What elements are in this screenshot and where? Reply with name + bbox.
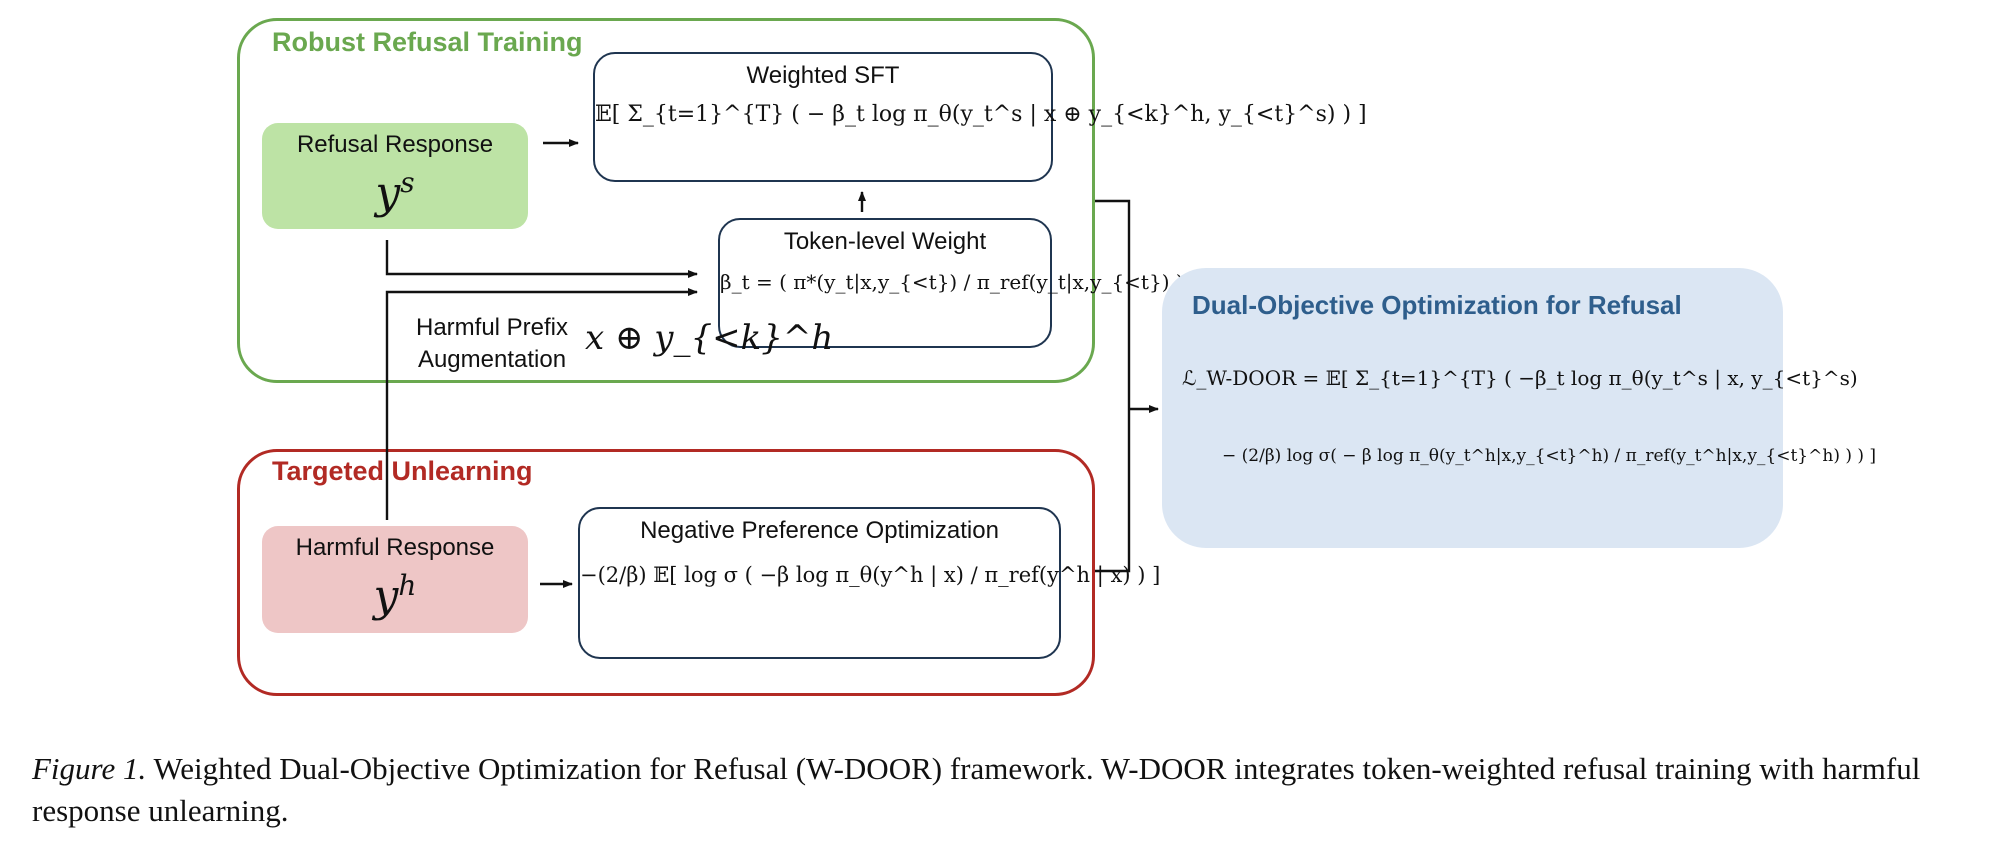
targeted-unlearning-title: Targeted Unlearning <box>272 456 533 486</box>
caption-text: Weighted Dual-Objective Optimization for… <box>32 751 1921 828</box>
figure-caption: Figure 1. Weighted Dual-Objective Optimi… <box>32 748 1982 832</box>
token-weight-title: Token-level Weight <box>783 228 987 255</box>
harmful-response-label: Harmful Response <box>295 534 495 561</box>
weighted-sft-formula: 𝔼[ Σ_{t=1}^{T} ( − β_t log π_θ(y_t^s | x… <box>595 102 1367 127</box>
token-weight-formula: β_t = ( π*(y_t|x,y_{<t}) / π_ref(y_t|x,y… <box>720 270 1257 294</box>
harmful-prefix-label: Harmful Prefix Augmentation <box>400 312 584 376</box>
refusal-response-node: Refusal Response ys <box>262 123 528 229</box>
npo-box: Negative Preference Optimization −(2/β) … <box>578 507 1161 659</box>
refusal-response-label: Refusal Response <box>296 131 494 158</box>
harmful-response-symbol: yh <box>262 562 528 621</box>
harmful-prefix-line2: Augmentation <box>417 346 567 373</box>
refusal-response-symbol: ys <box>262 159 528 218</box>
npo-formula: −(2/β) 𝔼[ log σ ( −β log π_θ(y^h | x) / … <box>580 563 1161 587</box>
arrow-refusal-to-weight <box>385 240 698 278</box>
weighted-sft-box: Weighted SFT 𝔼[ Σ_{t=1}^{T} ( − β_t log … <box>593 52 1367 182</box>
dual-objective-title: Dual-Objective Optimization for Refusal <box>1192 290 1682 320</box>
refusal-symbol-base: y <box>375 167 401 219</box>
harmful-prefix-formula: x ⊕ y_{<k}^h <box>585 318 834 358</box>
dual-objective-panel: Dual-Objective Optimization for Refusal … <box>1162 268 1876 548</box>
harmful-response-node: Harmful Response yh <box>262 526 528 633</box>
refusal-symbol-sup: s <box>400 166 415 199</box>
harmful-symbol-sup: h <box>398 569 417 602</box>
robust-refusal-training-title: Robust Refusal Training <box>272 27 583 57</box>
harmful-prefix-line1: Harmful Prefix <box>415 314 569 341</box>
npo-title: Negative Preference Optimization <box>640 517 999 544</box>
figure-label: Figure 1. <box>32 751 147 786</box>
token-weight-box: Token-level Weight β_t = ( π*(y_t|x,y_{<… <box>718 218 1257 348</box>
objective-line1: ℒ_W-DOOR = 𝔼[ Σ_{t=1}^{T} ( −β_t log π_θ… <box>1182 366 1858 390</box>
harmful-symbol-base: y <box>373 570 399 622</box>
weighted-sft-title: Weighted SFT <box>746 62 900 89</box>
objective-line2: − (2/β) log σ( − β log π_θ(y_t^h|x,y_{<t… <box>1222 446 1877 466</box>
bracket-connector <box>1095 199 1131 573</box>
arrow-harmful-to-weight <box>385 288 698 520</box>
